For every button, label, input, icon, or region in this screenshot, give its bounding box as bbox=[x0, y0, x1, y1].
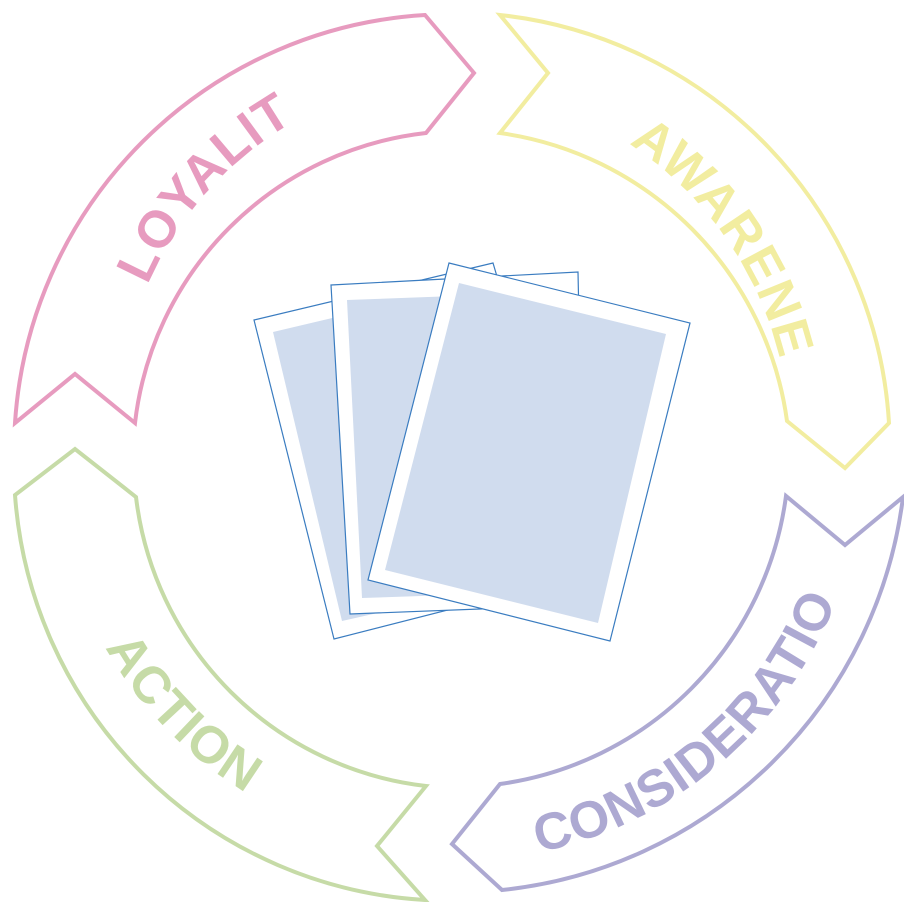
document-stack-icon bbox=[253, 262, 691, 642]
label-action: ACTION bbox=[95, 623, 272, 803]
document-sheet-front bbox=[367, 262, 691, 642]
label-loyality: LOYALITY bbox=[0, 0, 301, 291]
